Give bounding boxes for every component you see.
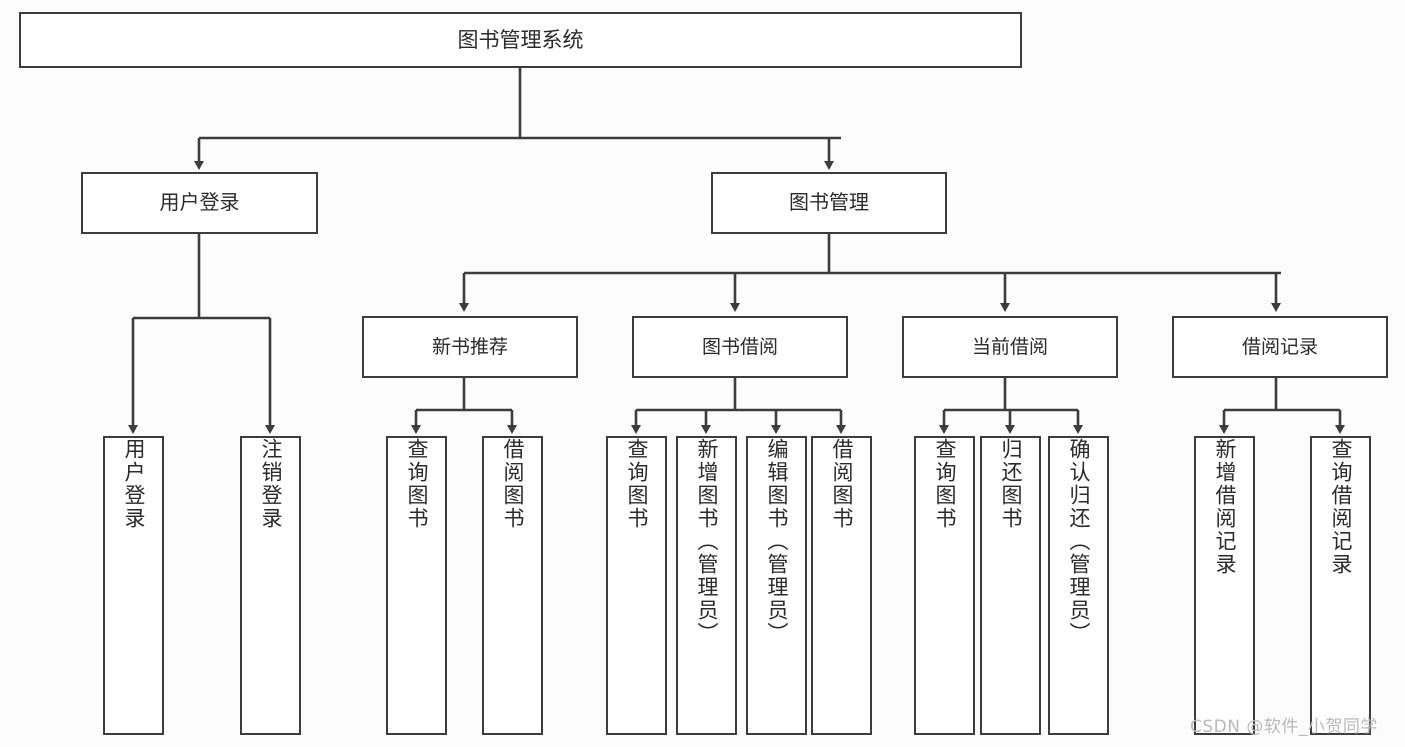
node-user-login[interactable]: 用户登录	[81, 172, 318, 234]
node-book-management[interactable]: 图书管理	[711, 172, 947, 234]
node-leaf-query-record[interactable]: 查询借阅记录	[1310, 436, 1371, 735]
node-leaf-borrow-book-1[interactable]: 借阅图书	[482, 436, 543, 735]
node-leaf-borrow-book-2-label: 借阅图书	[830, 438, 854, 530]
csdn-watermark: CSDN @软件_小贺同学	[1190, 717, 1378, 737]
node-leaf-query-book-3[interactable]: 查询图书	[914, 436, 975, 735]
node-leaf-borrow-book-1-label: 借阅图书	[501, 438, 525, 530]
node-user-login-label: 用户登录	[159, 190, 240, 215]
node-borrow-record[interactable]: 借阅记录	[1172, 316, 1388, 378]
node-root-system[interactable]: 图书管理系统	[19, 12, 1022, 68]
node-book-borrow[interactable]: 图书借阅	[632, 316, 848, 378]
node-root-system-label: 图书管理系统	[457, 27, 584, 52]
node-leaf-confirm-return[interactable]: 确认归还（管理员）	[1048, 436, 1109, 735]
node-leaf-add-book-label: 新增图书（管理员）	[695, 438, 719, 645]
node-book-borrow-label: 图书借阅	[701, 335, 778, 358]
node-leaf-borrow-book-2[interactable]: 借阅图书	[811, 436, 872, 735]
node-new-book-recommend-label: 新书推荐	[431, 335, 508, 358]
node-leaf-return-book-label: 归还图书	[999, 438, 1023, 530]
node-leaf-query-book-1-label: 查询图书	[405, 438, 429, 530]
node-leaf-add-record-label: 新增借阅记录	[1213, 438, 1237, 576]
node-leaf-user-login[interactable]: 用户登录	[103, 436, 164, 735]
node-leaf-query-book-2-label: 查询图书	[625, 438, 649, 530]
node-current-borrow-label: 当前借阅	[971, 335, 1048, 358]
node-leaf-edit-book-label: 编辑图书（管理员）	[765, 438, 789, 645]
node-leaf-confirm-return-label: 确认归还（管理员）	[1067, 438, 1091, 645]
node-book-management-label: 图书管理	[789, 190, 869, 215]
node-leaf-query-book-3-label: 查询图书	[933, 438, 957, 530]
node-leaf-add-record[interactable]: 新增借阅记录	[1194, 436, 1255, 735]
node-leaf-query-record-label: 查询借阅记录	[1329, 438, 1353, 576]
node-leaf-query-book-1[interactable]: 查询图书	[386, 436, 447, 735]
node-leaf-user-login-label: 用户登录	[122, 438, 146, 530]
node-borrow-record-label: 借阅记录	[1241, 335, 1318, 358]
node-leaf-edit-book[interactable]: 编辑图书（管理员）	[746, 436, 807, 735]
node-leaf-query-book-2[interactable]: 查询图书	[606, 436, 667, 735]
node-new-book-recommend[interactable]: 新书推荐	[362, 316, 578, 378]
node-leaf-add-book[interactable]: 新增图书（管理员）	[676, 436, 737, 735]
node-leaf-logout-login[interactable]: 注销登录	[240, 436, 301, 735]
node-leaf-return-book[interactable]: 归还图书	[980, 436, 1041, 735]
node-current-borrow[interactable]: 当前借阅	[902, 316, 1118, 378]
node-leaf-logout-login-label: 注销登录	[259, 438, 283, 530]
